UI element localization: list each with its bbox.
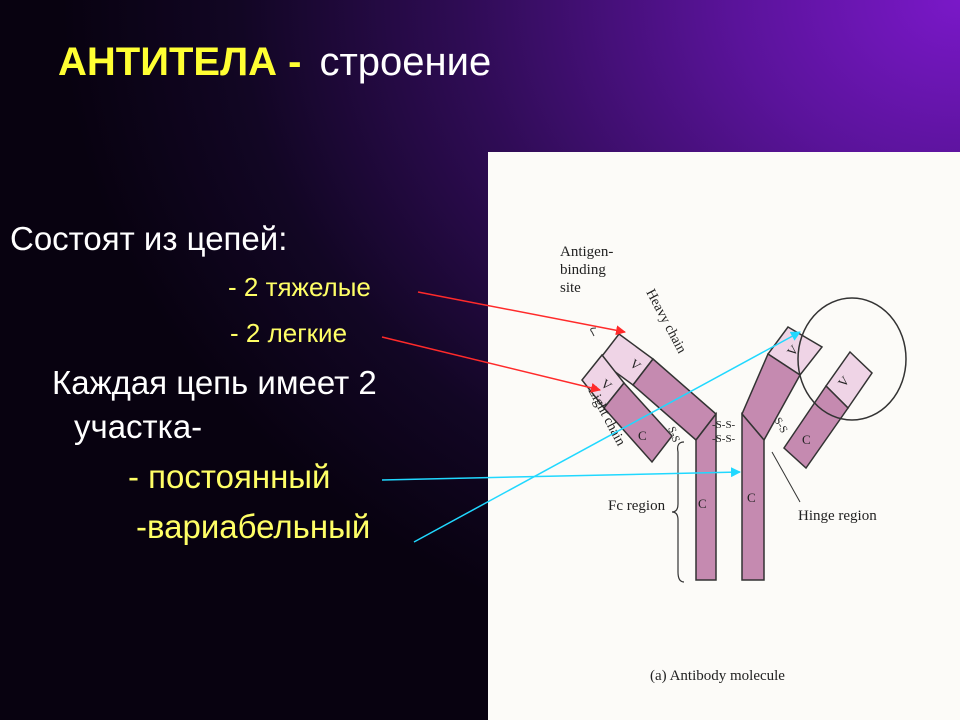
antigen-binding-brace (590, 327, 597, 337)
body-line-regions-a: Каждая цепь имеет 2 (52, 364, 377, 401)
c-label-stem-right: C (747, 490, 756, 505)
c-label-stem-left: C (698, 496, 707, 511)
antigen-binding-site-label: Antigen- binding site (560, 244, 613, 296)
fc-region-label: Fc region (608, 498, 666, 514)
slide-title: АНТИТЕЛА - строение (58, 40, 491, 85)
c-label-light-right: C (802, 432, 811, 447)
antibody-diagram-panel: V V V V C C C C S-S -S-S- -S-S- S-S Heav… (488, 152, 960, 720)
body-line-chains: Состоят из цепей: (10, 220, 288, 257)
ss-label-center-1: -S-S- (712, 419, 736, 431)
body-line-regions-b: участка- (74, 408, 203, 445)
title-bold: АНТИТЕЛА - (58, 40, 302, 84)
figure-caption: (a) Antibody molecule (650, 668, 785, 684)
body-heavy-chains: - 2 тяжелые (228, 272, 371, 302)
title-normal: строение (319, 40, 492, 84)
body-light-chains: - 2 легкие (230, 318, 348, 348)
antigen-site-line-3: site (560, 280, 581, 296)
antigen-site-line-1: Antigen- (560, 244, 613, 260)
antibody-diagram: V V V V C C C C S-S -S-S- -S-S- S-S Heav… (560, 244, 907, 684)
ss-label-center-2: -S-S- (712, 433, 736, 445)
heavy-chain-label: Heavy chain (642, 287, 688, 356)
fc-region-brace (671, 441, 685, 583)
body-constant: - постоянный (128, 458, 331, 495)
c-label-light-left: C (638, 428, 647, 443)
body-variable: -вариабельный (136, 508, 371, 545)
antigen-site-line-2: binding (560, 262, 606, 278)
light-chain-right-constant (783, 384, 849, 470)
hinge-region-label: Hinge region (798, 508, 877, 524)
